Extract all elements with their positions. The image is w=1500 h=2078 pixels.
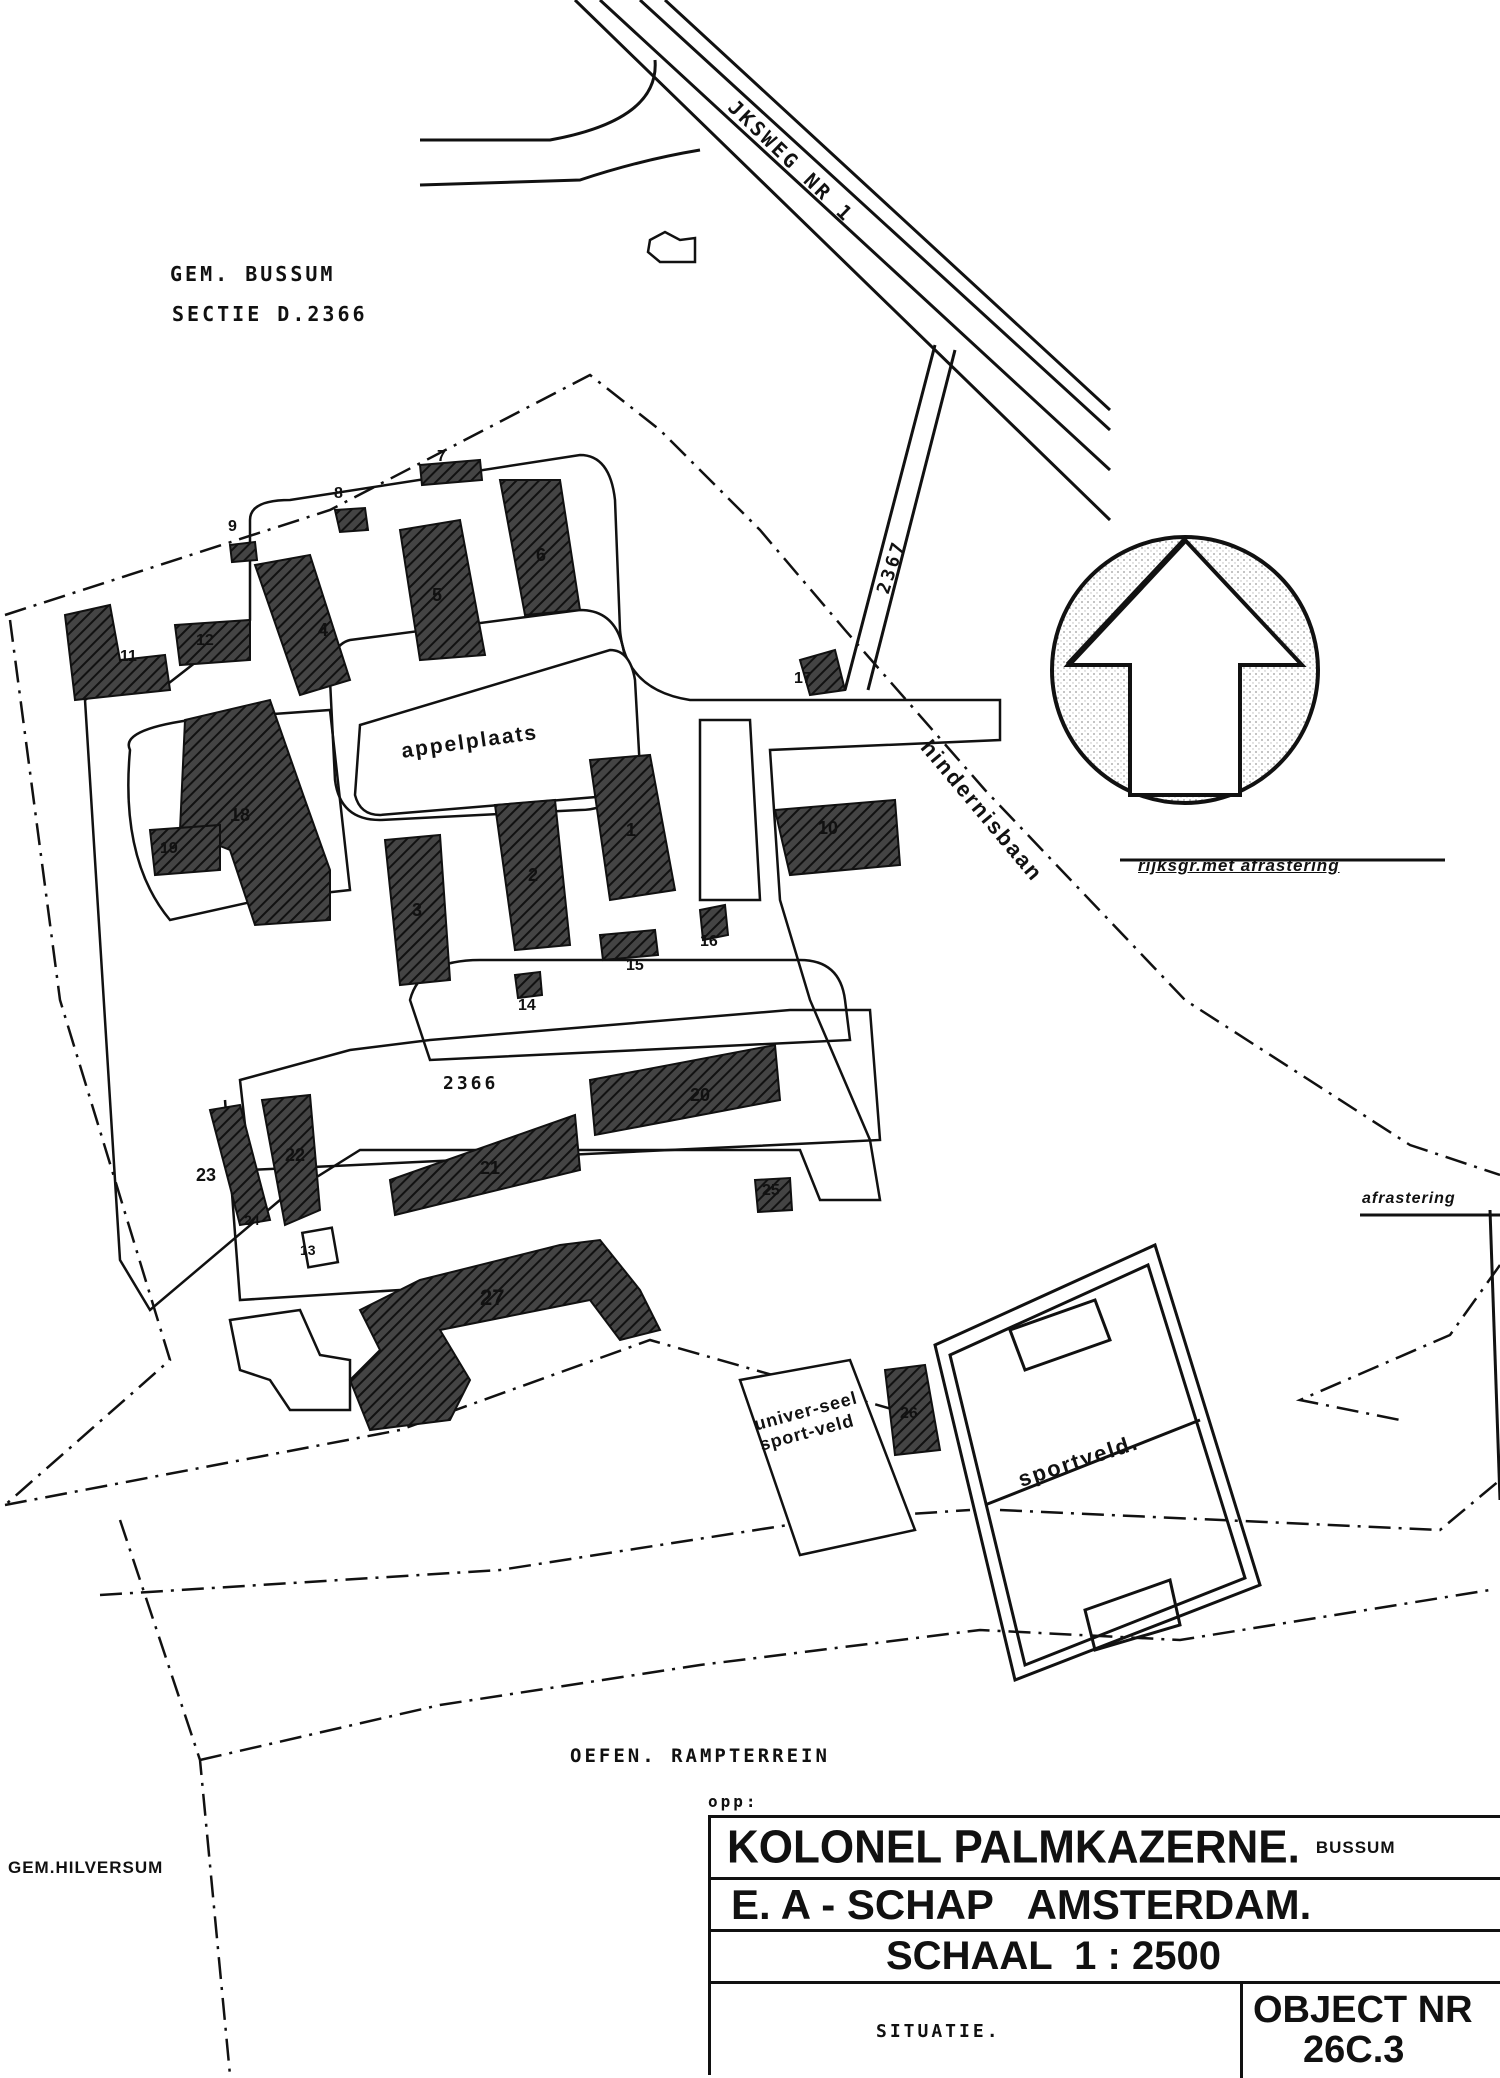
building-1: [588, 753, 677, 902]
building-17: [798, 648, 847, 697]
building-15: [598, 928, 660, 962]
title-block-scale-row: SCHAAL 1 : 2500: [711, 1932, 1500, 1984]
building-number: 11: [120, 648, 137, 665]
building-number: 16: [700, 933, 718, 950]
label-training-ground: OEFEN. RAMPTERREIN: [570, 1745, 830, 1767]
building-16: [698, 903, 730, 942]
north-arrow-icon: [1050, 535, 1320, 805]
label-municipality-bussum: GEM. BUSSUM: [170, 262, 336, 286]
building-number: 9: [228, 518, 237, 535]
main-road: [419, 0, 1112, 522]
building-number: 12: [196, 632, 214, 649]
building-6: [498, 479, 582, 617]
building-number: 15: [626, 957, 644, 974]
building-number: 17: [794, 670, 812, 687]
building-20: [588, 1043, 782, 1137]
building-number: 1: [626, 820, 637, 840]
building-number: 27: [480, 1285, 505, 1310]
label-section: SECTIE D.2366: [172, 302, 368, 326]
building-9: [228, 540, 259, 564]
building-number: 8: [334, 485, 343, 502]
building-number: 22: [285, 1145, 306, 1165]
right-fences: [1120, 858, 1500, 1501]
building-25: [753, 1176, 794, 1214]
universal-sports-field[interactable]: [738, 1358, 917, 1557]
small-building-outline: [646, 230, 697, 264]
label-opp: opp:: [708, 1792, 759, 1811]
title-block-scale: SCHAAL 1 : 2500: [886, 1934, 1221, 1978]
title-block-place: BUSSUM: [1315, 1837, 1396, 1857]
building-number: 21: [480, 1158, 501, 1178]
title-block-drawing: SITUATIE.: [876, 2020, 1001, 2042]
building-number: 25: [762, 1182, 780, 1199]
building-number: 2: [528, 865, 539, 885]
building-number: 13: [300, 1242, 316, 1258]
building-5: [398, 518, 487, 662]
title-block-name-row: KOLONEL PALMKAZERNE. BUSSUM: [711, 1818, 1500, 1880]
building-18: [178, 698, 331, 927]
outline-structures: [228, 1226, 352, 1412]
label-border-fence: rijksgr.met afrastering: [1138, 856, 1340, 875]
building-7: [418, 458, 484, 487]
building-number: 7: [437, 448, 446, 465]
building-number: 10: [818, 818, 839, 838]
building-number: 4: [318, 620, 329, 640]
title-block-name: KOLONEL PALMKAZERNE.: [727, 1821, 1300, 1873]
building-4: [253, 553, 352, 697]
building-19: [148, 823, 221, 877]
label-municipality-hilversum: GEM.HILVERSUM: [8, 1858, 164, 1877]
building-3: [383, 833, 452, 987]
title-block-owner-row: E. A - SCHAP AMSTERDAM.: [711, 1880, 1500, 1932]
building-number: 5: [432, 585, 443, 605]
building-number: 3: [412, 900, 423, 920]
building-2: [493, 798, 572, 952]
building-27: [348, 1238, 662, 1432]
title-block-drawing-cell: SITUATIE.: [711, 1984, 1243, 2078]
building-number: 14: [518, 997, 536, 1014]
building-14: [513, 970, 544, 1000]
building-number: 19: [160, 840, 178, 857]
building-10: [773, 798, 902, 877]
building-12: [173, 618, 251, 667]
title-block-object-number: 26C.3: [1303, 2029, 1405, 2071]
building-number: 20: [690, 1085, 711, 1105]
title-block-object-label: OBJECT NR: [1253, 1989, 1473, 2031]
building-23: [208, 1103, 272, 1227]
building-21: [388, 1113, 582, 1217]
title-block-owner: E. A - SCHAP AMSTERDAM.: [731, 1880, 1312, 1928]
sports-field[interactable]: [933, 1242, 1262, 1683]
building-26: [883, 1363, 942, 1457]
building-number: 24: [244, 1212, 260, 1228]
building-number: 18: [230, 805, 251, 825]
building-22: [260, 1093, 322, 1227]
label-fence: afrastering: [1362, 1190, 1456, 1207]
building-11: [63, 603, 172, 702]
building-number: 26: [900, 1405, 918, 1422]
building-8: [333, 506, 370, 534]
label-parcel-2366: 2366: [443, 1073, 499, 1094]
title-block-object-cell: OBJECT NR 26C.3: [1243, 1984, 1500, 2078]
building-number: 6: [536, 545, 547, 565]
building-number: 23: [196, 1165, 217, 1185]
title-block: KOLONEL PALMKAZERNE. BUSSUM E. A - SCHAP…: [708, 1815, 1500, 2078]
access-road: [843, 344, 957, 691]
buildings: [63, 458, 942, 1457]
